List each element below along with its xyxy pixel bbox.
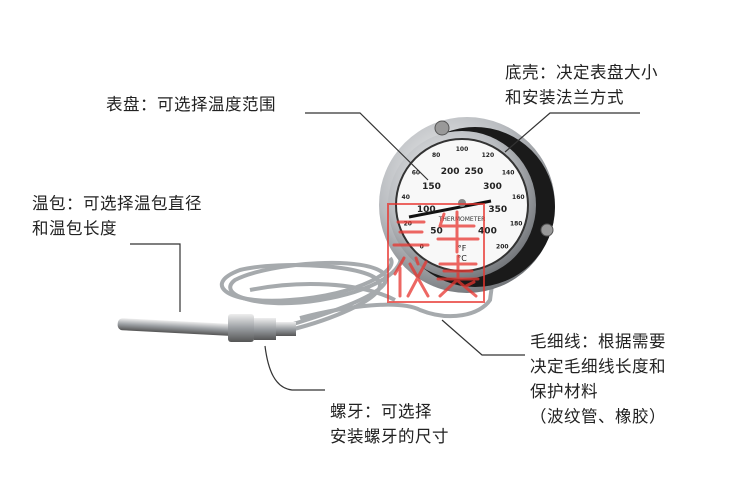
label-line: （波纹管、橡胶） bbox=[530, 407, 666, 426]
watermark-logo bbox=[387, 203, 485, 303]
label-line: 安装螺牙的尺寸 bbox=[330, 427, 449, 446]
capillary-tube bbox=[219, 254, 494, 332]
inner-scale-label: 400 bbox=[478, 226, 497, 236]
label-line: 温包：可选择温包直径 bbox=[32, 194, 202, 213]
leader-dial bbox=[305, 112, 429, 181]
leader-lines bbox=[130, 112, 640, 391]
outer-scale-label: 80 bbox=[432, 152, 440, 159]
inner-scale-label: 300 bbox=[483, 182, 502, 192]
inner-scale-label: 100 bbox=[417, 205, 436, 215]
label-line: 和安装法兰方式 bbox=[505, 88, 624, 107]
label-line: 和温包长度 bbox=[32, 219, 117, 238]
bulb-rod bbox=[117, 318, 238, 337]
leader-capillary bbox=[441, 319, 525, 356]
outer-scale-label: 120 bbox=[482, 152, 495, 159]
outer-scale-label: 140 bbox=[502, 169, 515, 176]
inner-scale-label: 150 bbox=[422, 182, 441, 192]
leader-thread bbox=[264, 345, 325, 391]
inner-scale-label: 200 bbox=[441, 167, 460, 177]
label-line: 决定毛细线长度和 bbox=[530, 357, 666, 376]
outer-scale-label: 40 bbox=[402, 194, 410, 201]
label-line: 保护材料 bbox=[530, 382, 598, 401]
dial-text: THERMOMETER bbox=[438, 216, 486, 223]
thread-fitting bbox=[228, 314, 296, 342]
inner-scale-label: 50 bbox=[430, 226, 443, 236]
label-dial: 表盘：可选择温度范围 bbox=[106, 92, 276, 117]
inner-scale-label: 350 bbox=[488, 205, 507, 215]
label-case: 底壳：决定表盘大小 和安装法兰方式 bbox=[505, 60, 658, 110]
label-line: 螺牙：可选择 bbox=[330, 402, 432, 421]
outer-scale-label: 160 bbox=[512, 194, 525, 201]
inner-scale-label: 250 bbox=[464, 167, 483, 177]
label-line: 表盘：可选择温度范围 bbox=[106, 95, 276, 114]
outer-scale-label: 100 bbox=[456, 146, 469, 153]
outer-scale-label: 180 bbox=[510, 221, 523, 228]
label-line: 底壳：决定表盘大小 bbox=[505, 63, 658, 82]
leader-case bbox=[504, 112, 640, 153]
outer-scale-label: 0 bbox=[420, 243, 424, 250]
leader-bulb bbox=[130, 243, 181, 312]
unit-f: °F bbox=[458, 244, 467, 253]
label-thread: 螺牙：可选择 安装螺牙的尺寸 bbox=[330, 399, 449, 449]
label-bulb: 温包：可选择温包直径 和温包长度 bbox=[32, 191, 202, 241]
outer-scale-label: 20 bbox=[404, 221, 412, 228]
label-line: 毛细线：根据需要 bbox=[530, 332, 666, 351]
label-capillary: 毛细线：根据需要 决定毛细线长度和 保护材料 （波纹管、橡胶） bbox=[530, 329, 666, 429]
unit-c: °C bbox=[457, 254, 467, 263]
outer-scale-label: 60 bbox=[412, 169, 420, 176]
outer-scale-label: 200 bbox=[496, 243, 509, 250]
